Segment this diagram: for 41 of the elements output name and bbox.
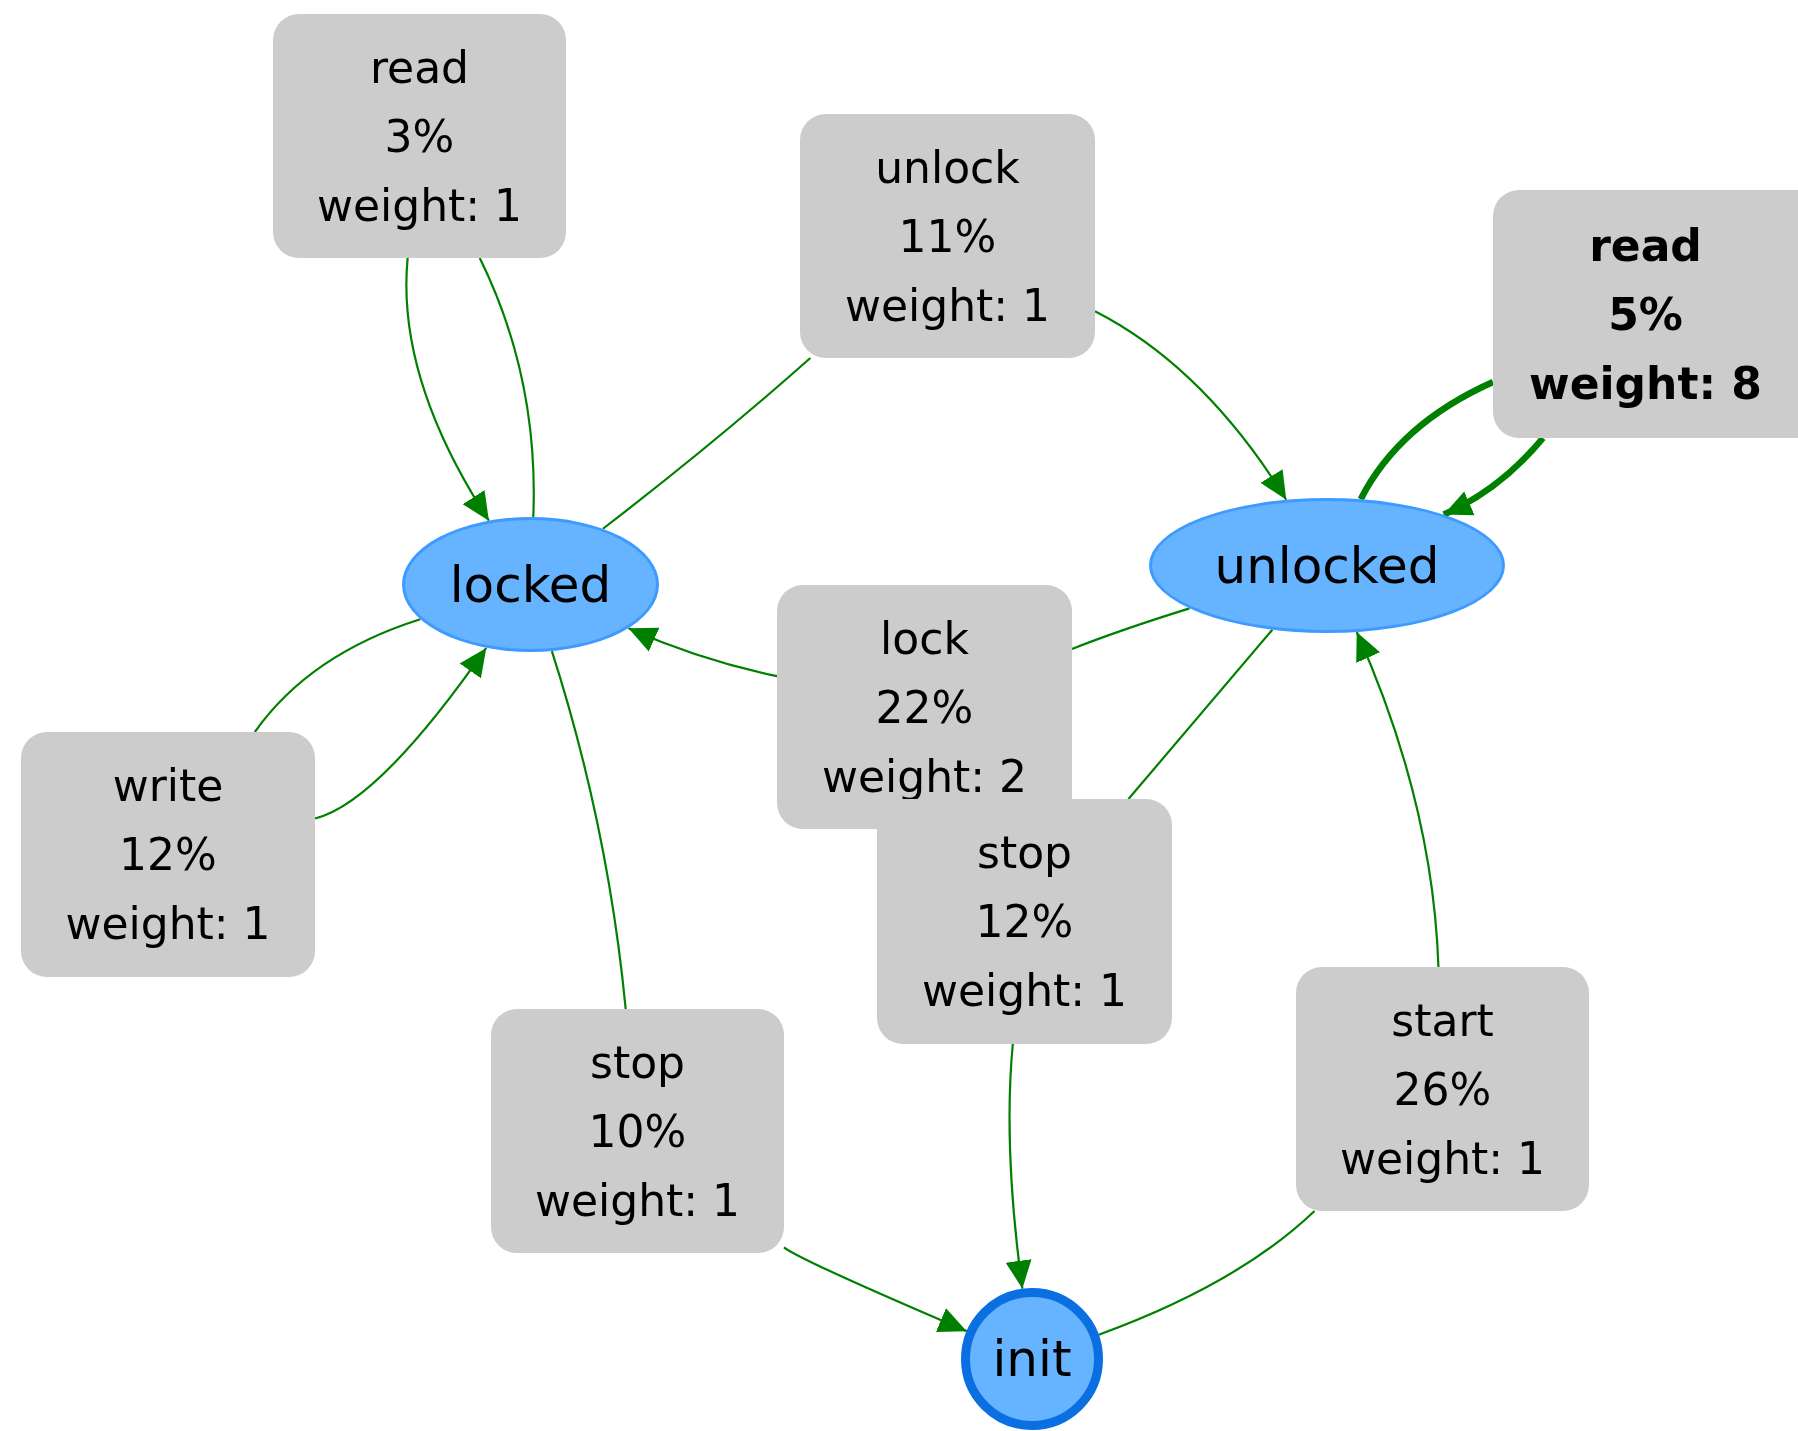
arrow [1005,1043,1032,1289]
event-name: start [1391,993,1494,1048]
transition-box [491,1009,784,1253]
probability-text: 3% [384,109,455,164]
event-name: read [1589,218,1702,273]
transition-box [777,585,1072,829]
weight-text: weight: 1 [65,897,271,951]
arrow [314,647,488,820]
probability-text: 5% [1608,287,1683,342]
state-label: init [992,1334,1072,1384]
probability-text: 12% [119,828,217,882]
event-name: stop [590,1035,685,1090]
arrow [783,1246,968,1333]
weight-text: weight: 2 [821,749,1028,804]
transition-box [877,799,1172,1044]
transition-box [1493,190,1798,438]
event-name: read [369,40,470,95]
transition-box [21,732,315,977]
state-label: unlocked [1214,540,1440,591]
event-name: write [112,759,224,813]
probability-text: 26% [1393,1062,1492,1117]
event-name: stop [977,826,1072,880]
probability-text: 10% [588,1104,687,1159]
weight-text: weight: 1 [316,178,523,233]
event-name: lock [880,611,969,666]
state-label: locked [449,559,612,610]
transition-box [800,114,1095,358]
weight-text: weight: 1 [921,964,1128,1018]
transition-box [1296,967,1589,1211]
weight-text: weight: 1 [844,278,1051,333]
probability-text: 11% [898,209,997,264]
weight-text: weight: 8 [1529,356,1762,411]
event-name: unlock [875,140,1020,195]
arrow [1442,435,1546,518]
probability-text: 12% [975,895,1074,949]
transition-box [273,14,566,258]
arrow [628,627,778,678]
weight-text: weight: 1 [1339,1131,1546,1186]
weight-text: weight: 1 [534,1173,741,1228]
arrow [1355,631,1440,968]
probability-text: 22% [875,680,974,735]
